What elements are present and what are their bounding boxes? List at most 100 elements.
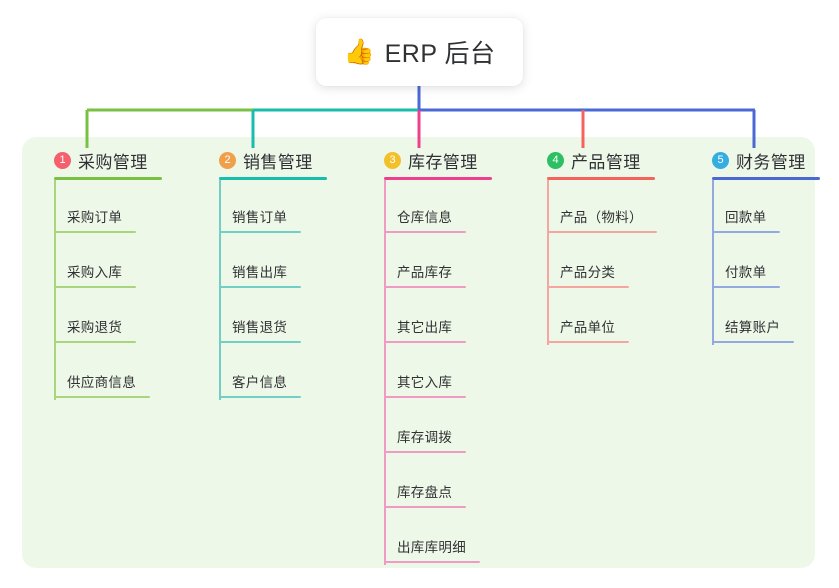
column-3: 3 库存管理仓库信息产品库存其它出库其它入库库存调拨库存盘点出库库明细 (368, 148, 492, 565)
column-trunk-line (547, 180, 549, 345)
list-item[interactable]: 库存盘点 (368, 455, 492, 510)
list-item[interactable]: 回款单 (696, 180, 820, 235)
list-item[interactable]: 其它出库 (368, 290, 492, 345)
list-item[interactable]: 出库库明细 (368, 510, 492, 565)
list-item-underline (712, 286, 780, 288)
list-item-label: 产品（物料） (560, 210, 643, 225)
list-item[interactable]: 结算账户 (696, 290, 820, 345)
list-item-underline (547, 286, 629, 288)
list-item-underline (384, 451, 466, 453)
list-item-label: 出库库明细 (397, 540, 466, 555)
column-number-badge: 2 (219, 151, 236, 169)
list-item-underline (384, 396, 466, 398)
list-item[interactable]: 采购退货 (38, 290, 162, 345)
list-item-underline (219, 396, 301, 398)
column-header-3[interactable]: 3 库存管理 (368, 148, 492, 172)
column-header-1[interactable]: 1 采购管理 (38, 148, 162, 172)
column-items: 销售订单销售出库销售退货客户信息 (203, 180, 327, 400)
list-item-underline (219, 341, 301, 343)
root-node[interactable]: 👍 ERP 后台 (316, 18, 523, 86)
list-item-label: 采购入库 (67, 265, 123, 280)
list-item-label: 销售退货 (232, 320, 288, 335)
list-item[interactable]: 销售出库 (203, 235, 327, 290)
column-trunk-line (219, 180, 221, 400)
column-2: 2 销售管理销售订单销售出库销售退货客户信息 (203, 148, 327, 400)
column-number-badge: 3 (384, 151, 401, 169)
list-item[interactable]: 产品库存 (368, 235, 492, 290)
list-item-underline (54, 341, 136, 343)
list-item[interactable]: 产品单位 (531, 290, 655, 345)
column-underline (547, 177, 655, 180)
column-title: 财务管理 (736, 152, 806, 172)
list-item-label: 供应商信息 (67, 375, 136, 390)
list-item-underline (712, 231, 780, 233)
column-items: 采购订单采购入库采购退货供应商信息 (38, 180, 162, 400)
list-item[interactable]: 产品（物料） (531, 180, 657, 235)
column-number-badge: 4 (547, 151, 564, 169)
column-items: 回款单付款单结算账户 (696, 180, 820, 345)
list-item-label: 仓库信息 (397, 210, 453, 225)
list-item[interactable]: 仓库信息 (368, 180, 492, 235)
list-item[interactable]: 其它入库 (368, 345, 492, 400)
root-title: ERP 后台 (384, 40, 496, 68)
column-trunk-line (54, 180, 56, 400)
list-item-label: 销售出库 (232, 265, 288, 280)
thumbs-up-icon: 👍 (343, 37, 375, 66)
list-item-label: 客户信息 (232, 375, 288, 390)
column-underline (384, 177, 492, 180)
list-item-underline (547, 341, 629, 343)
column-header-4[interactable]: 4 产品管理 (531, 148, 655, 172)
column-trunk-line (384, 180, 386, 565)
list-item-label: 其它入库 (397, 375, 453, 390)
list-item[interactable]: 采购入库 (38, 235, 162, 290)
column-1: 1 采购管理采购订单采购入库采购退货供应商信息 (38, 148, 162, 400)
column-underline (712, 177, 820, 180)
list-item-underline (384, 231, 466, 233)
list-item-label: 销售订单 (232, 210, 288, 225)
column-title: 库存管理 (408, 152, 478, 172)
list-item[interactable]: 产品分类 (531, 235, 655, 290)
column-5: 5 财务管理回款单付款单结算账户 (696, 148, 820, 345)
column-title: 产品管理 (571, 152, 641, 172)
list-item-underline (384, 286, 466, 288)
list-item-underline (547, 231, 657, 233)
column-4: 4 产品管理产品（物料） 产品分类产品单位 (531, 148, 657, 345)
list-item[interactable]: 销售退货 (203, 290, 327, 345)
list-item-underline (54, 396, 150, 398)
column-items: 产品（物料） 产品分类产品单位 (531, 180, 657, 345)
list-item[interactable]: 供应商信息 (38, 345, 162, 400)
list-item-underline (384, 341, 466, 343)
list-item-underline (384, 506, 466, 508)
list-item-label: 其它出库 (397, 320, 453, 335)
sections-panel (22, 137, 815, 568)
column-title: 采购管理 (78, 152, 148, 172)
column-underline (219, 177, 327, 180)
column-underline (54, 177, 162, 180)
list-item-label: 库存调拨 (397, 430, 453, 445)
list-item-label: 采购订单 (67, 210, 123, 225)
column-number-badge: 5 (712, 151, 729, 169)
column-trunk-line (712, 180, 714, 345)
column-header-2[interactable]: 2 销售管理 (203, 148, 327, 172)
column-number-badge: 1 (54, 151, 71, 169)
column-items: 仓库信息产品库存其它出库其它入库库存调拨库存盘点出库库明细 (368, 180, 492, 565)
list-item[interactable]: 付款单 (696, 235, 820, 290)
list-item-label: 付款单 (725, 265, 767, 280)
column-header-5[interactable]: 5 财务管理 (696, 148, 820, 172)
list-item[interactable]: 销售订单 (203, 180, 327, 235)
list-item-underline (712, 341, 794, 343)
list-item[interactable]: 客户信息 (203, 345, 327, 400)
list-item-label: 产品分类 (560, 265, 616, 280)
column-title: 销售管理 (243, 152, 313, 172)
list-item-label: 库存盘点 (397, 485, 453, 500)
list-item-underline (219, 231, 301, 233)
list-item-label: 产品单位 (560, 320, 616, 335)
list-item-underline (54, 286, 136, 288)
list-item[interactable]: 采购订单 (38, 180, 162, 235)
list-item[interactable]: 库存调拨 (368, 400, 492, 455)
list-item-underline (384, 561, 480, 563)
list-item-label: 回款单 (725, 210, 767, 225)
list-item-underline (219, 286, 301, 288)
list-item-underline (54, 231, 136, 233)
